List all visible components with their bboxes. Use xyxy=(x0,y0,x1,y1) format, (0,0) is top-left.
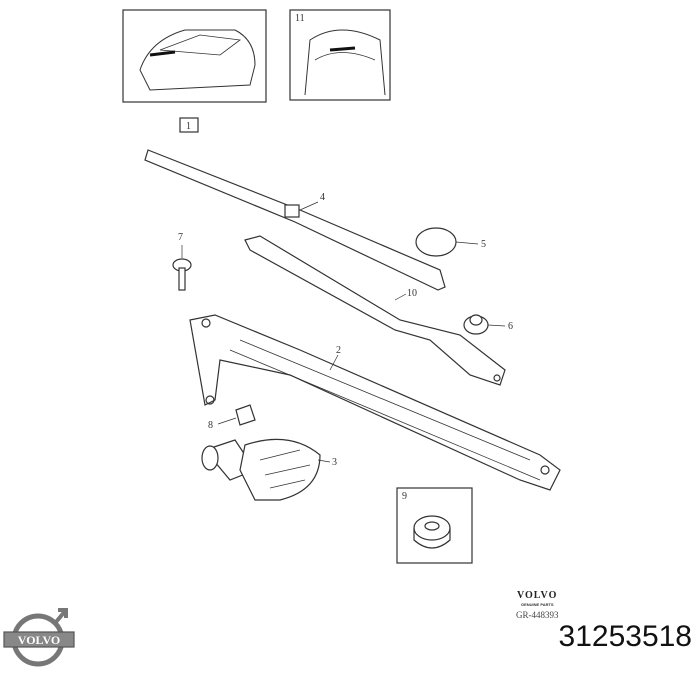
wiper-arm xyxy=(244,235,506,386)
callout-box-1 xyxy=(179,117,199,133)
nut xyxy=(463,314,489,335)
part-number: 31253518 xyxy=(558,620,692,653)
bolt xyxy=(172,258,192,291)
clip xyxy=(235,404,256,426)
callout-6: 6 xyxy=(508,321,513,332)
wiper-blade xyxy=(144,149,446,291)
volvo-logo: VOLVO xyxy=(3,608,75,667)
stamp-subtitle: GENUINE PARTS xyxy=(521,602,554,607)
callout-1: 1 xyxy=(186,121,191,132)
callout-4: 4 xyxy=(320,192,325,203)
stamp-brand: VOLVO xyxy=(517,590,558,601)
callout-9: 9 xyxy=(402,491,407,502)
logo-text: VOLVO xyxy=(18,633,60,647)
callout-11: 11 xyxy=(295,13,305,24)
cap xyxy=(415,227,457,257)
wiper-motor xyxy=(201,438,321,501)
stamp-reference: GR-448393 xyxy=(516,610,559,620)
inset-car-front xyxy=(122,9,267,103)
callout-5: 5 xyxy=(481,239,486,250)
callout-2: 2 xyxy=(336,345,341,356)
callout-8: 8 xyxy=(208,420,213,431)
wiper-linkage xyxy=(189,314,561,491)
callout-7: 7 xyxy=(178,232,183,243)
inset-car-rear: 11 xyxy=(289,9,391,101)
callout-10: 10 xyxy=(407,288,417,299)
inset-bushing: 9 xyxy=(396,487,473,564)
callout-3: 3 xyxy=(332,457,337,468)
